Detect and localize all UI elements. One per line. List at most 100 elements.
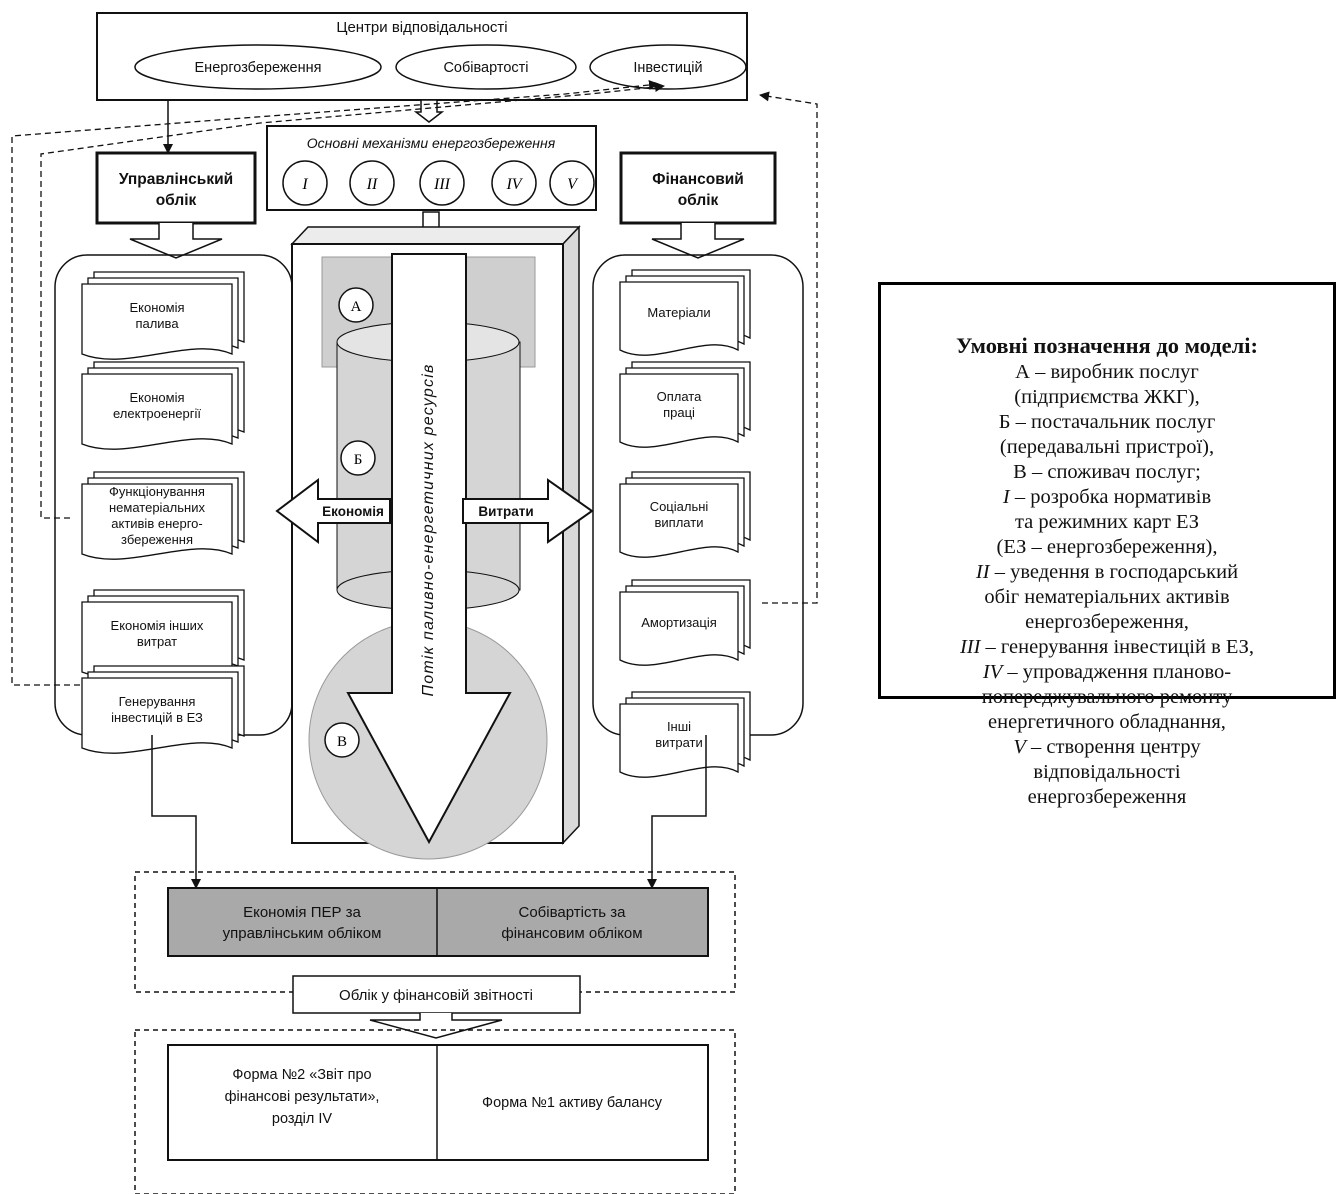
legend-numeral: II bbox=[975, 561, 990, 583]
mechanisms-title: Основні механізми енергозбереження bbox=[307, 135, 556, 151]
mechanism-4: IV bbox=[505, 176, 523, 193]
management-doc-4-line-2: витрат bbox=[137, 634, 177, 649]
management-doc-4-line-1: Економія інших bbox=[111, 618, 204, 633]
legend-line-15: енергетичного обладнання, bbox=[988, 711, 1226, 733]
management-doc-3-line-2: нематеріальних bbox=[109, 500, 205, 515]
management-doc-2-line-1: Економія bbox=[129, 390, 184, 405]
dashed-feedback-lines bbox=[11, 79, 818, 686]
legend-numeral: V bbox=[1013, 736, 1026, 758]
responsibility-centers-title: Центри відповідальності bbox=[336, 19, 507, 36]
management-doc-3-line-4: збереження bbox=[121, 532, 193, 547]
management-accounting-title-2: облік bbox=[156, 192, 197, 209]
savings-label: Економія bbox=[322, 504, 384, 519]
management-accounting-column: Управлінський облік ЕкономіяпаливаЕконом… bbox=[54, 151, 293, 754]
flow-label: Потік паливно-енергетичних ресурсів bbox=[420, 363, 437, 696]
marker-a: А bbox=[351, 299, 362, 315]
connectors-to-summary bbox=[151, 735, 707, 889]
mechanisms-block: Основні механізми енергозбереження I II … bbox=[266, 125, 597, 211]
management-doc-5-line-1: Генерування bbox=[119, 694, 196, 709]
center-cost: Собівартості bbox=[443, 60, 528, 76]
mechanism-2: II bbox=[366, 176, 378, 193]
legend-line-2: (підприємства ЖКГ), bbox=[1014, 386, 1200, 408]
reporting-label: Облік у фінансовій звітності bbox=[339, 987, 533, 1004]
financial-accounting-title-1: Фінансовий bbox=[652, 171, 744, 188]
legend-line-17: відповідальності bbox=[1033, 761, 1181, 783]
financial-doc-1-line-1: Матеріали bbox=[647, 305, 710, 320]
legend-box: Умовні позначення до моделі: А – виробни… bbox=[878, 282, 1336, 808]
management-accounting-title-1: Управлінський bbox=[119, 171, 233, 188]
center-cost-ellipse bbox=[395, 44, 577, 90]
legend-numeral: IV bbox=[982, 661, 1003, 683]
legend-line-5: В – споживач послуг; bbox=[1013, 461, 1201, 483]
legend-numeral: I bbox=[1002, 486, 1010, 508]
management-doc-1-line-2: палива bbox=[135, 316, 179, 331]
legend-line-9: II – уведення в господарський bbox=[975, 561, 1239, 583]
marker-c: В bbox=[337, 734, 347, 750]
marker-b: Б bbox=[354, 452, 363, 468]
legend-line-11: енергозбереження, bbox=[1025, 611, 1189, 633]
legend-line-3: Б – постачальник послуг bbox=[998, 411, 1216, 433]
legend-line-12: III – генерування інвестицій в ЕЗ, bbox=[959, 636, 1255, 658]
financial-doc-3-line-1: Соціальні bbox=[650, 499, 709, 514]
legend-line-6: I – розробка нормативів bbox=[1002, 486, 1212, 508]
legend-line-16: V – створення центру bbox=[1013, 736, 1201, 758]
financial-doc-5-line-2: витрати bbox=[655, 735, 703, 750]
summary-left-1: Економія ПЕР за bbox=[243, 904, 361, 921]
financial-doc-3-line-2: виплати bbox=[655, 515, 704, 530]
center-investment: Інвестицій bbox=[633, 60, 702, 76]
financial-doc-2-line-2: праці bbox=[663, 405, 695, 420]
financial-doc-4: Амортизація bbox=[619, 579, 751, 666]
center-investment-ellipse bbox=[589, 44, 747, 90]
management-doc-5-line-2: інвестицій в ЕЗ bbox=[111, 710, 203, 725]
responsibility-centers-block: Центри відповідальності Енергозбереження… bbox=[96, 12, 748, 101]
legend-line-1: А – виробник послуг bbox=[1015, 361, 1199, 383]
legend-numeral: III bbox=[959, 636, 981, 658]
form2-line3: розділ IV bbox=[272, 1111, 332, 1127]
center-energy-saving: Енергозбереження bbox=[195, 60, 322, 76]
mechanism-1: I bbox=[301, 176, 308, 193]
costs-arrow-icon bbox=[462, 478, 594, 544]
form2-line1: Форма №2 «Звіт про bbox=[232, 1067, 371, 1083]
legend-line-18: енергозбереження bbox=[1027, 786, 1187, 808]
legend-line-14: попереджувального ремонту bbox=[981, 686, 1233, 708]
arrow-down-icon bbox=[369, 1013, 503, 1039]
summary-right-2: фінансовим обліком bbox=[501, 925, 642, 942]
legend-line-13: IV – упровадження планово- bbox=[982, 661, 1232, 683]
legend-line-8: (ЕЗ – енергозбереження), bbox=[996, 536, 1218, 558]
summary-left-2: управлінським обліком bbox=[223, 925, 382, 942]
financial-accounting-title-2: облік bbox=[678, 192, 719, 209]
summary-right-1: Собівартість за bbox=[518, 904, 626, 921]
management-doc-3-line-3: активів енерго- bbox=[111, 516, 202, 531]
summary-block: Економія ПЕР за управлінським обліком Со… bbox=[134, 871, 736, 993]
financial-accounting-column: Фінансовий облік МатеріалиОплатапраціСоц… bbox=[592, 151, 804, 778]
flow-arrow-icon bbox=[346, 253, 512, 845]
form2-line2: фінансові результати», bbox=[225, 1089, 380, 1105]
legend-line-7: та режимних карт ЕЗ bbox=[1014, 511, 1200, 533]
legend-line-10: обіг нематеріальних активів bbox=[984, 586, 1230, 608]
financial-doc-1: Матеріали bbox=[619, 269, 751, 356]
management-doc-3-line-1: Функціонування bbox=[109, 484, 205, 499]
forms-block: Форма №2 «Звіт про фінансові результати»… bbox=[134, 1029, 736, 1194]
legend-lines: А – виробник послуг (підприємства ЖКГ), Б … bbox=[881, 360, 1333, 810]
financial-doc-2-line-1: Оплата bbox=[657, 389, 702, 404]
double-arrow-down-icon bbox=[413, 99, 445, 123]
legend-title: Умовні позначення до моделі: bbox=[956, 333, 1258, 358]
costs-label: Витрати bbox=[478, 504, 533, 519]
center-energy-saving-ellipse bbox=[134, 44, 382, 90]
financial-doc-5-line-1: Інші bbox=[667, 719, 691, 734]
mechanism-3: III bbox=[433, 176, 451, 193]
financial-doc-4-line-1: Амортизація bbox=[641, 615, 717, 630]
management-doc-1-line-1: Економія bbox=[129, 300, 184, 315]
legend-line-4: (передавальні пристрої), bbox=[999, 436, 1215, 458]
form1-label: Форма №1 активу балансу bbox=[482, 1095, 663, 1111]
energy-flow-block: Потік паливно-енергетичних ресурсів А Б … bbox=[275, 225, 594, 860]
